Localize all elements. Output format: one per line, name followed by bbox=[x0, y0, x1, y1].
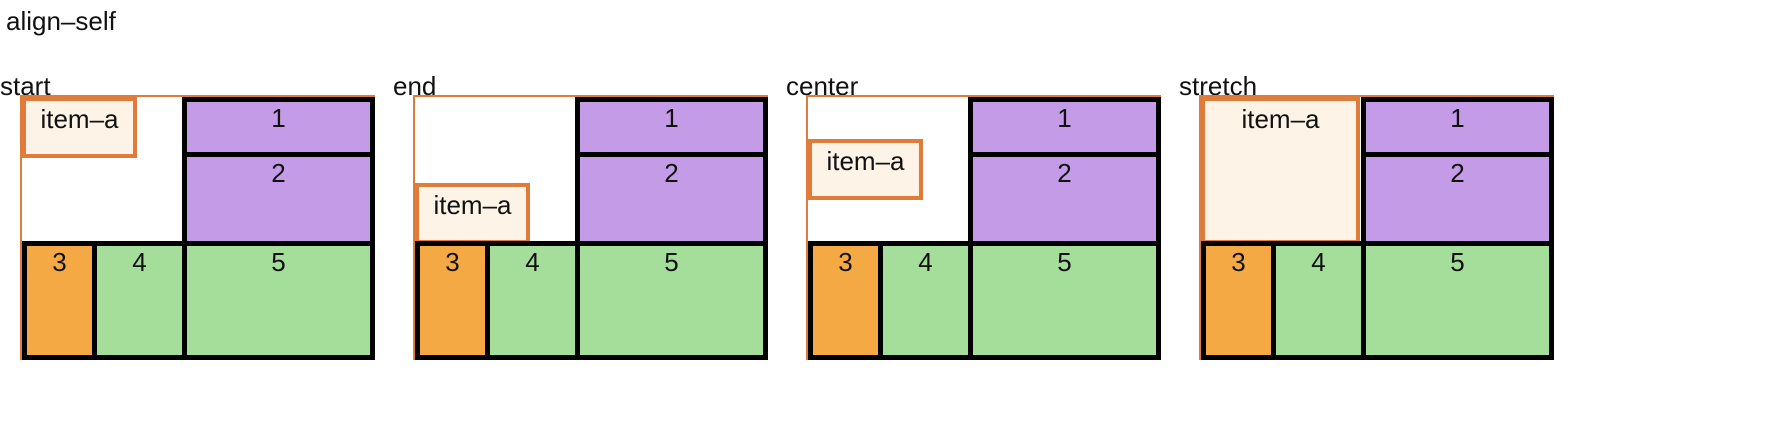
grid-item-1: 1 bbox=[575, 97, 768, 157]
grid-item-3: 3 bbox=[808, 241, 883, 360]
grid-container: item–a 1 2 3 4 5 bbox=[20, 95, 375, 360]
item-a: item–a bbox=[1201, 97, 1360, 244]
panel-stretch: stretch item–a 1 2 3 4 5 bbox=[1179, 70, 1559, 370]
grid-item-4: 4 bbox=[92, 241, 187, 360]
grid-item-3: 3 bbox=[1201, 241, 1276, 360]
grid-item-3: 3 bbox=[22, 241, 97, 360]
grid-container: item–a 1 2 3 4 5 bbox=[1199, 95, 1554, 360]
grid-container: item–a 1 2 3 4 5 bbox=[413, 95, 768, 360]
grid-item-3: 3 bbox=[415, 241, 490, 360]
grid-item-2: 2 bbox=[1361, 152, 1554, 246]
grid-item-1: 1 bbox=[182, 97, 375, 157]
panel-start: start item–a 1 2 3 4 5 bbox=[0, 70, 380, 370]
grid-item-5: 5 bbox=[182, 241, 375, 360]
grid-item-5: 5 bbox=[1361, 241, 1554, 360]
grid-item-5: 5 bbox=[575, 241, 768, 360]
grid-item-5: 5 bbox=[968, 241, 1161, 360]
item-a: item–a bbox=[22, 97, 137, 158]
item-a: item–a bbox=[808, 139, 923, 200]
grid-item-1: 1 bbox=[1361, 97, 1554, 157]
panel-end: end item–a 1 2 3 4 5 bbox=[393, 70, 773, 370]
grid-item-4: 4 bbox=[485, 241, 580, 360]
grid-container: item–a 1 2 3 4 5 bbox=[806, 95, 1161, 360]
item-a: item–a bbox=[415, 183, 530, 244]
grid-item-2: 2 bbox=[182, 152, 375, 246]
grid-item-1: 1 bbox=[968, 97, 1161, 157]
grid-item-4: 4 bbox=[1271, 241, 1366, 360]
page-title: align–self bbox=[6, 6, 116, 36]
panel-center: center item–a 1 2 3 4 5 bbox=[786, 70, 1166, 370]
grid-item-4: 4 bbox=[878, 241, 973, 360]
grid-item-2: 2 bbox=[575, 152, 768, 246]
grid-item-2: 2 bbox=[968, 152, 1161, 246]
